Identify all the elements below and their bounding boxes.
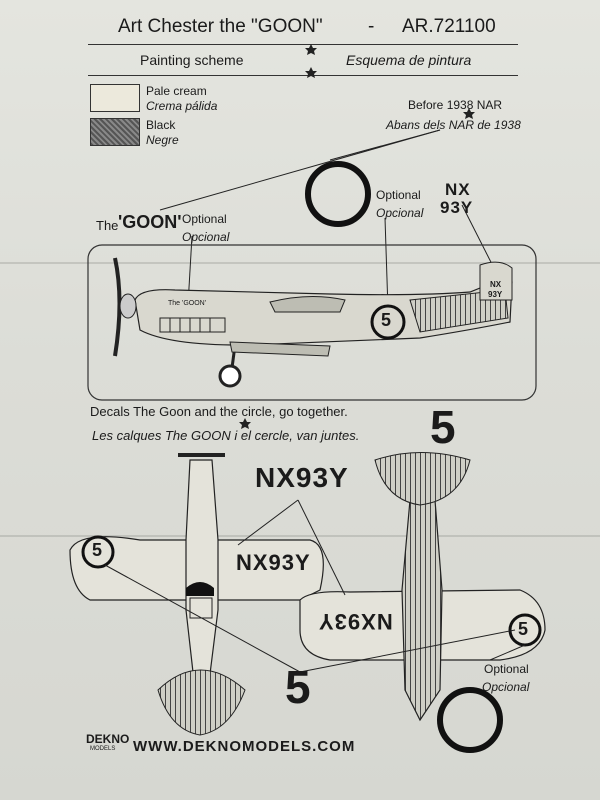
registration-wing: NX93Y bbox=[236, 550, 311, 575]
header-rule bbox=[88, 75, 518, 76]
decals-note-en: Decals The Goon and the circle, go toget… bbox=[90, 404, 348, 419]
star-icon bbox=[239, 418, 251, 429]
paper-fold bbox=[0, 262, 600, 264]
leader-line bbox=[329, 129, 441, 161]
side-reg-nx: NX bbox=[490, 280, 502, 289]
legend-label-es: Crema pálida bbox=[146, 99, 218, 113]
side-view-frame bbox=[87, 244, 537, 401]
optional-label-en: Optional bbox=[376, 188, 421, 202]
header-rule bbox=[88, 44, 518, 45]
registration-wing-underside: NX93Y bbox=[318, 609, 393, 634]
black-swatch bbox=[90, 118, 140, 146]
painting-scheme-en: Painting scheme bbox=[140, 52, 244, 68]
leader-line bbox=[489, 644, 526, 661]
star-icon bbox=[305, 67, 317, 78]
paper-fold bbox=[0, 535, 600, 537]
underside-view-aircraft bbox=[299, 452, 546, 722]
legend-label-en: Pale cream bbox=[146, 84, 207, 98]
leader-line bbox=[159, 129, 441, 211]
optional-circle-decal bbox=[305, 161, 371, 227]
legend-label-es: Negre bbox=[146, 133, 179, 147]
side-circle-number: 5 bbox=[381, 310, 392, 330]
brand-logo: DEKNO bbox=[86, 732, 130, 746]
side-goon-text: The 'GOON' bbox=[168, 300, 207, 307]
optional-circle-decal bbox=[437, 687, 503, 753]
before-1938-note: Before 1938 NAR bbox=[408, 98, 503, 112]
legend-label-en: Black bbox=[146, 118, 176, 132]
pale-cream-swatch bbox=[90, 84, 140, 112]
goon-label-prefix: The bbox=[96, 218, 119, 233]
painting-scheme-es: Esquema de pintura bbox=[346, 52, 472, 68]
title-dash: - bbox=[368, 16, 375, 37]
registration-93y: 93Y bbox=[440, 198, 474, 217]
brand-sub: MODELS bbox=[90, 746, 116, 752]
side-circle-decal bbox=[370, 304, 406, 340]
website-url: WWW.DEKNOMODELS.COM bbox=[133, 738, 356, 755]
star-icon bbox=[305, 44, 317, 55]
product-code: AR.721100 bbox=[402, 16, 496, 37]
page-title: Art Chester the "GOON" bbox=[118, 16, 323, 37]
optional-label-es: Opcional bbox=[482, 680, 530, 694]
decal-number-5: 5 bbox=[285, 661, 311, 713]
side-reg-93y: 93Y bbox=[488, 290, 503, 299]
registration-nx: NX bbox=[445, 180, 471, 199]
leader-line bbox=[104, 564, 301, 673]
decal-number-5: 5 bbox=[430, 401, 456, 453]
wing-circle-number: 5 bbox=[518, 619, 529, 639]
leader-line bbox=[237, 499, 299, 546]
leader-line bbox=[299, 629, 516, 673]
registration-top: NX93Y bbox=[255, 462, 349, 493]
side-view-aircraft bbox=[113, 257, 513, 388]
optional-label-es: Opcional bbox=[376, 206, 424, 220]
goon-label-name: 'GOON' bbox=[118, 212, 182, 232]
star-icon bbox=[463, 108, 475, 119]
decals-note-es: Les calques The GOON i el cercle, van ju… bbox=[92, 428, 360, 443]
optional-label-en: Optional bbox=[182, 212, 227, 226]
optional-label-es: Opcional bbox=[182, 230, 230, 244]
leader-line bbox=[297, 499, 346, 596]
before-1938-note-es: Abans dels NAR de 1938 bbox=[386, 118, 521, 132]
wing-circle-decal bbox=[81, 535, 115, 569]
optional-label-en: Optional bbox=[484, 662, 529, 676]
top-view-aircraft bbox=[69, 453, 324, 736]
wing-circle-number: 5 bbox=[92, 540, 103, 560]
